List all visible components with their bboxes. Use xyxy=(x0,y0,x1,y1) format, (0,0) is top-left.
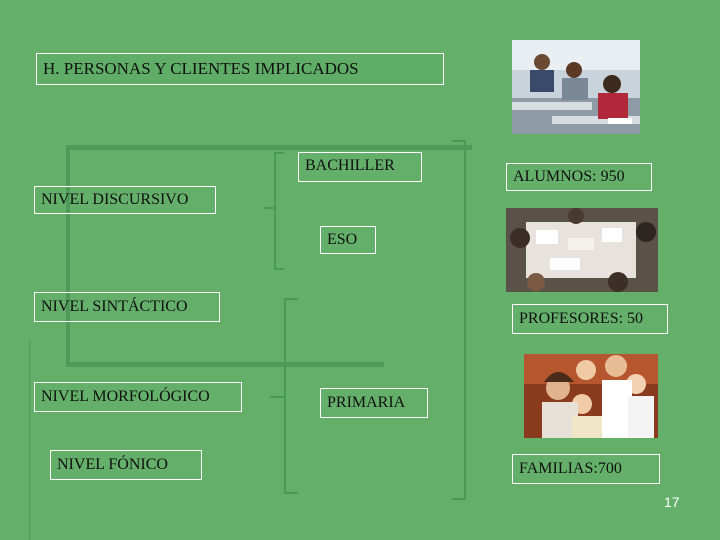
bracket-discursivo-tick xyxy=(264,207,274,209)
nivel-fonico-box: NIVEL FÓNICO xyxy=(50,450,202,480)
familias-box: FAMILIAS:700 xyxy=(512,454,660,484)
bracket-primaria-tick xyxy=(270,396,284,398)
bracket-discursivo xyxy=(274,152,284,270)
bracket-clients xyxy=(452,140,466,500)
background-band-mid xyxy=(66,362,384,367)
page-title: H. PERSONAS Y CLIENTES IMPLICADOS xyxy=(36,53,444,85)
eso-box: ESO xyxy=(320,226,376,254)
background-band-top xyxy=(66,145,472,150)
bachiller-box: BACHILLER xyxy=(298,152,422,182)
nivel-morfologico-box: NIVEL MORFOLÓGICO xyxy=(34,382,242,412)
primaria-box: PRIMARIA xyxy=(320,388,428,418)
nivel-discursivo-box: NIVEL DISCURSIVO xyxy=(34,186,216,214)
nivel-sintactico-box: NIVEL SINTÁCTICO xyxy=(34,292,220,322)
students-photo xyxy=(512,40,640,134)
bracket-primaria xyxy=(284,298,298,494)
background-band-vertical xyxy=(28,340,31,540)
alumnos-box: ALUMNOS: 950 xyxy=(506,163,652,191)
family-photo xyxy=(524,354,658,438)
profesores-box: PROFESORES: 50 xyxy=(512,304,668,334)
group-table-photo xyxy=(506,208,658,292)
background-band-left xyxy=(66,145,70,365)
page-number: 17 xyxy=(664,494,680,510)
